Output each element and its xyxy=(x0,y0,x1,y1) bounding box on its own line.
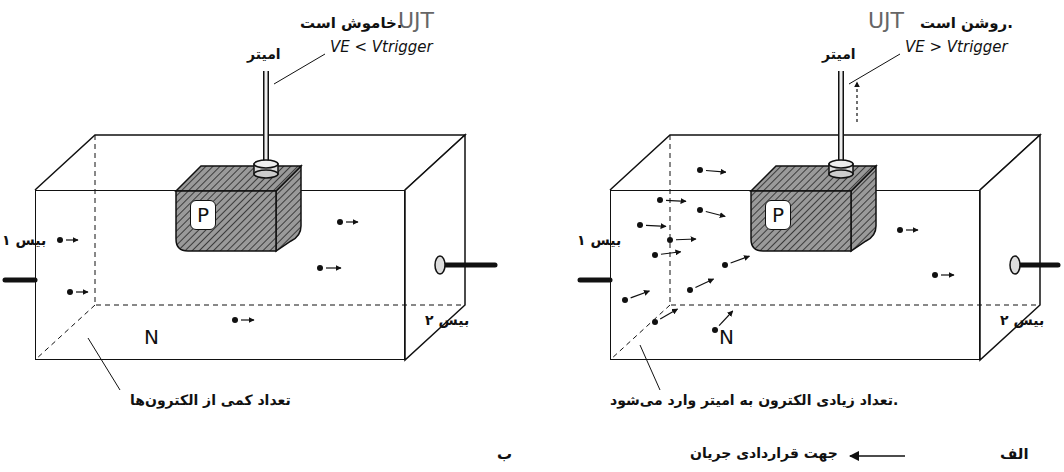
caption-text: جهت قراردادی جریان xyxy=(690,445,838,462)
figure-letter: ب xyxy=(497,445,512,463)
electron-dot xyxy=(337,219,343,225)
electron-dot xyxy=(667,237,673,243)
electron-arrow xyxy=(941,274,954,275)
condition-text: VE > Vtrigger xyxy=(905,38,1008,56)
p-region: P xyxy=(751,146,876,256)
semiconductor-block: NP xyxy=(610,190,980,360)
electron-arrow xyxy=(731,256,750,263)
electron-dot xyxy=(232,317,238,323)
electron-arrow xyxy=(706,211,725,216)
figure-letter: الف xyxy=(1000,445,1029,463)
terminal-name: امیتر xyxy=(247,46,281,63)
electron-arrow xyxy=(76,291,88,292)
electron-arrow xyxy=(695,279,713,287)
electron-arrow xyxy=(661,252,681,254)
current-arrow xyxy=(850,455,905,457)
p-letter: P xyxy=(190,200,216,230)
electron-dot xyxy=(317,265,323,271)
state-text: روشن است. xyxy=(920,14,1013,32)
electron-dot xyxy=(687,287,693,293)
electron-arrow xyxy=(660,309,677,319)
p-region: P xyxy=(176,146,301,256)
electron-arrow xyxy=(906,229,918,230)
electron-arrow xyxy=(241,319,254,320)
device-name: UJT xyxy=(398,8,434,34)
electron-dot xyxy=(57,237,63,243)
electron-dot xyxy=(712,327,718,333)
caption-text: تعداد کمی از الکترون‌ها xyxy=(130,392,291,409)
electron-dot xyxy=(652,252,658,258)
electron-dot xyxy=(657,197,663,203)
terminal-name: امیتر xyxy=(822,46,856,63)
electron-dot xyxy=(897,227,903,233)
region-letter: N xyxy=(719,327,734,347)
electron-dot xyxy=(652,319,658,325)
block-right xyxy=(580,54,1058,390)
electron-dot xyxy=(697,207,703,213)
electron-arrow xyxy=(631,291,650,298)
terminal-name: بیس ۱ xyxy=(2,232,46,249)
p-letter: P xyxy=(765,200,791,230)
electron-arrow xyxy=(706,170,726,172)
electron-dot xyxy=(932,272,938,278)
electron-arrow xyxy=(346,221,358,222)
electron-dot xyxy=(697,167,703,173)
electron-dot xyxy=(67,289,73,295)
electron-dot xyxy=(622,297,628,303)
electron-arrow xyxy=(326,267,341,268)
terminal-name: بیس ۲ xyxy=(1000,312,1044,329)
caption-text: تعداد زیادی الکترون به امیتر وارد می‌شود… xyxy=(610,392,898,409)
electron-arrow xyxy=(719,311,733,326)
semiconductor-block: NP xyxy=(35,190,405,360)
condition-text: VE < Vtrigger xyxy=(330,38,433,56)
region-letter: N xyxy=(144,327,159,347)
electron-arrow xyxy=(676,238,696,240)
electron-arrow xyxy=(66,239,78,240)
terminal-name: بیس ۲ xyxy=(425,312,469,329)
electron-arrow xyxy=(646,225,666,226)
device-name: UJT xyxy=(868,8,904,34)
electron-dot xyxy=(722,262,728,268)
electron-arrow xyxy=(666,200,686,202)
state-text: خاموش است. xyxy=(300,14,403,32)
block-left xyxy=(5,54,495,390)
electrons xyxy=(57,167,954,333)
terminal-name: بیس ۱ xyxy=(577,232,621,249)
electron-dot xyxy=(637,222,643,228)
